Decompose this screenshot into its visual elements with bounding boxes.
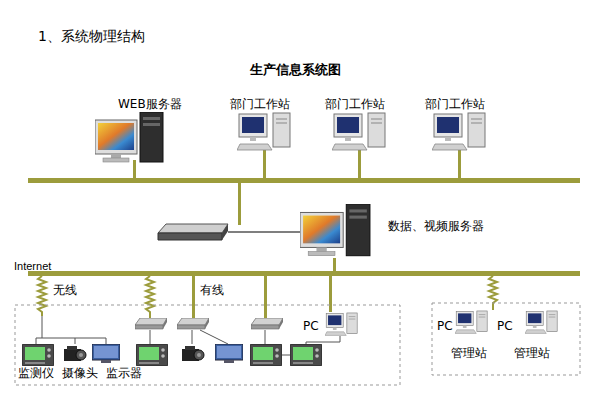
node-label: WEB服务器 — [118, 97, 182, 111]
pc-node: PC — [300, 310, 362, 340]
device-node: 摄像头 — [60, 342, 102, 380]
node-label: PC — [303, 319, 319, 333]
node-label: 管理站 — [514, 346, 550, 360]
server-node: WEB服务器 — [112, 96, 184, 166]
node-label: PC — [497, 319, 513, 333]
node-label: 部门工作站 — [425, 97, 485, 111]
link-type-label: 有线 — [200, 283, 224, 297]
node-label: 数据、视频服务器 — [388, 219, 484, 233]
node-label: 监示器 — [106, 366, 142, 380]
node-label: 摄像头 — [62, 366, 98, 380]
management-station: PC 管理站 — [435, 308, 495, 364]
device-node: 监测仪 — [16, 342, 58, 380]
section-heading: 1、系统物理结构 — [38, 29, 145, 43]
node-label: 管理站 — [451, 346, 487, 360]
diagram-title: 生产信息系统图 — [0, 63, 590, 77]
workstation-node: 部门工作站 — [230, 97, 300, 153]
node-label: PC — [437, 319, 453, 333]
workstation-node: 部门工作站 — [425, 97, 495, 153]
node-label: 监测仪 — [18, 366, 54, 380]
node-label: 部门工作站 — [325, 97, 385, 111]
workstation-node: 部门工作站 — [325, 97, 395, 153]
server-node: 数据、视频服务器 — [298, 202, 498, 260]
management-station: PC管理站 — [495, 308, 563, 364]
link-type-label: 无线 — [53, 283, 77, 297]
network-label: Internet — [14, 259, 51, 273]
node-label: 部门工作站 — [230, 97, 290, 111]
device-node: 监示器 — [104, 342, 146, 380]
